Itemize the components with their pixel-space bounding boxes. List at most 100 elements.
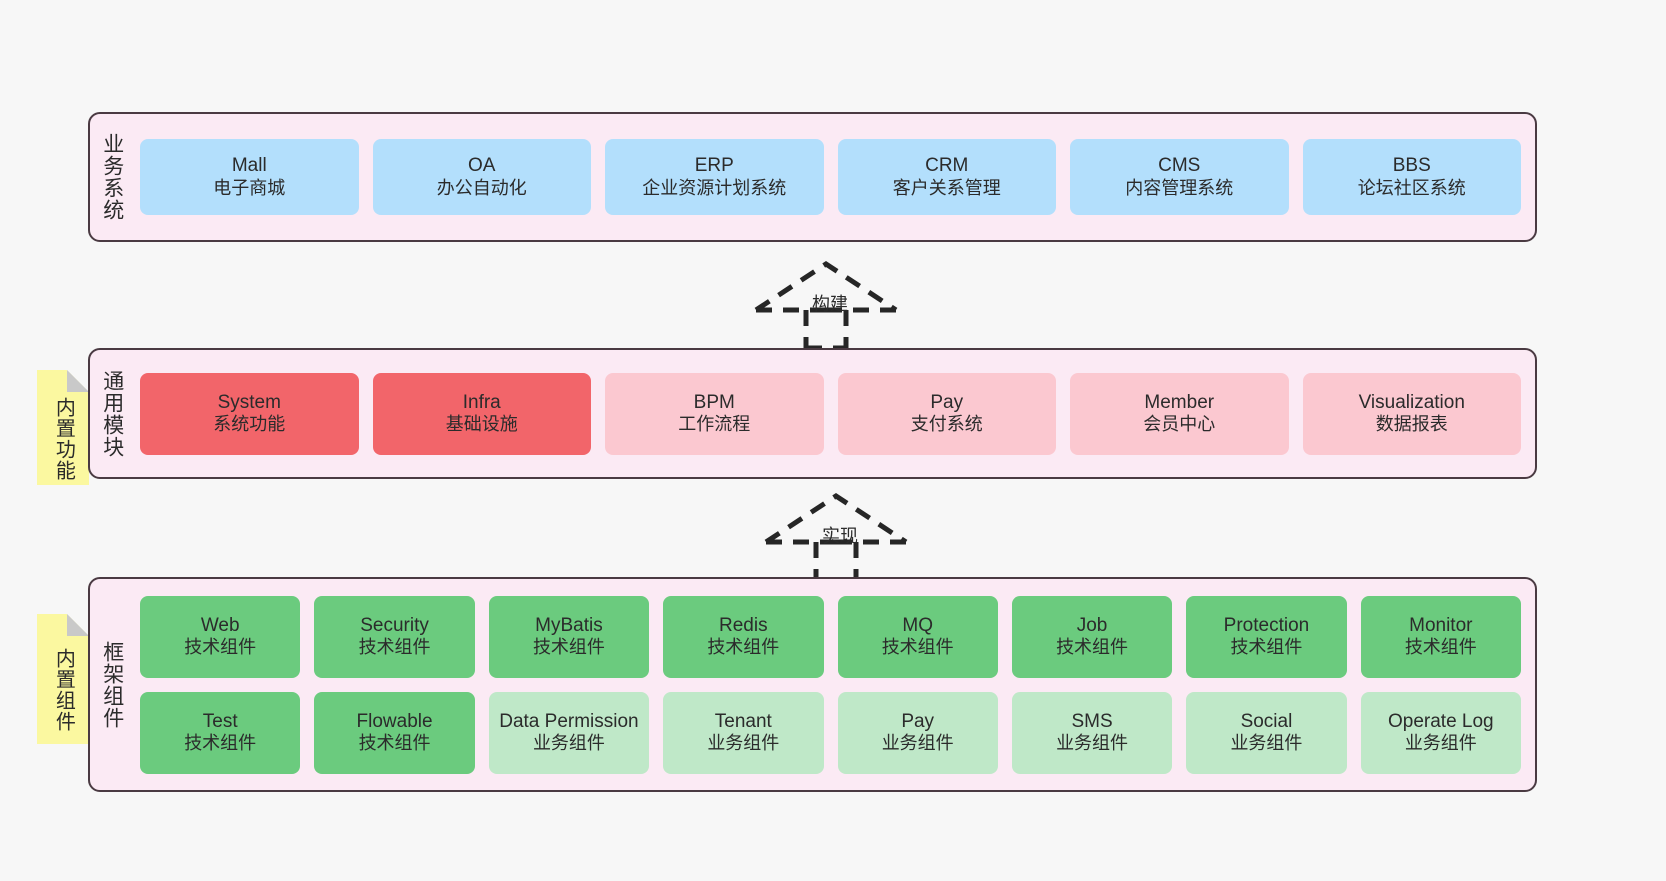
card-erp-title: ERP xyxy=(694,155,734,177)
tier-business-systems: 业务系统 Mall 电子商城 OA 办公自动化 ERP 企业资源计划系统 CRM xyxy=(88,112,1537,242)
card-monitor-title: Monitor xyxy=(1409,614,1473,636)
card-oa[interactable]: OA 办公自动化 xyxy=(372,139,591,215)
card-mybatis[interactable]: MyBatis 技术组件 xyxy=(488,595,650,678)
card-data-permission[interactable]: Data Permission 业务组件 xyxy=(488,691,650,774)
card-oa-subtitle: 办公自动化 xyxy=(436,177,527,198)
note-builtin-components-text: 内置组件 xyxy=(52,648,75,732)
card-infra[interactable]: Infra 基础设施 xyxy=(372,372,591,455)
card-tenant[interactable]: Tenant 业务组件 xyxy=(663,691,824,774)
card-sms-title: SMS xyxy=(1071,710,1113,732)
card-crm-title: CRM xyxy=(925,155,969,177)
card-cms-title: CMS xyxy=(1158,155,1201,177)
card-flowable-title: Flowable xyxy=(356,710,433,732)
card-infra-subtitle: 基础设施 xyxy=(445,414,518,435)
card-redis[interactable]: Redis 技术组件 xyxy=(663,595,824,678)
card-system-subtitle: 系统功能 xyxy=(213,414,286,435)
card-data-permission-subtitle: 业务组件 xyxy=(532,733,605,754)
card-pay-module-subtitle: 支付系统 xyxy=(910,414,983,435)
tier-common-modules-row: System 系统功能 Infra 基础设施 BPM 工作流程 Pay 支付系统… xyxy=(140,372,1521,455)
card-crm[interactable]: CRM 客户关系管理 xyxy=(837,139,1056,215)
card-flowable-subtitle: 技术组件 xyxy=(358,733,431,754)
note-builtin-components: 内置组件 xyxy=(37,614,89,744)
tier-framework-components-row-biz: Test 技术组件 Flowable 技术组件 Data Permission … xyxy=(140,691,1521,774)
card-cms-subtitle: 内容管理系统 xyxy=(1125,177,1234,198)
card-tenant-subtitle: 业务组件 xyxy=(707,733,780,754)
card-cms[interactable]: CMS 内容管理系统 xyxy=(1070,139,1289,215)
card-visualization-title: Visualization xyxy=(1358,391,1465,413)
card-redis-subtitle: 技术组件 xyxy=(707,637,780,658)
card-protection-subtitle: 技术组件 xyxy=(1230,637,1303,658)
card-operate-log-title: Operate Log xyxy=(1387,710,1494,732)
card-bbs[interactable]: BBS 论坛社区系统 xyxy=(1302,139,1521,215)
card-mq-title: MQ xyxy=(902,614,933,636)
card-system[interactable]: System 系统功能 xyxy=(140,372,359,455)
connector-implement-label: 实现 xyxy=(822,526,858,546)
note-builtin-functions-text: 内置功能 xyxy=(52,396,75,481)
card-mall-title: Mall xyxy=(231,155,267,177)
card-social-title: Social xyxy=(1240,710,1293,732)
card-member-title: Member xyxy=(1144,391,1215,413)
card-crm-subtitle: 客户关系管理 xyxy=(892,177,1001,198)
card-bpm[interactable]: BPM 工作流程 xyxy=(605,372,824,455)
card-redis-title: Redis xyxy=(719,614,768,636)
card-job-subtitle: 技术组件 xyxy=(1056,637,1129,658)
tier-framework-components-body: Web 技术组件 Security 技术组件 MyBatis 技术组件 Redi… xyxy=(134,579,1535,790)
card-oa-title: OA xyxy=(468,155,496,177)
card-tenant-title: Tenant xyxy=(714,710,772,732)
card-test-title: Test xyxy=(202,710,238,732)
card-erp-subtitle: 企业资源计划系统 xyxy=(642,177,787,198)
card-mq-subtitle: 技术组件 xyxy=(881,637,954,658)
connector-build-label: 构建 xyxy=(812,294,848,314)
card-mq[interactable]: MQ 技术组件 xyxy=(837,595,998,678)
card-pay-component-title: Pay xyxy=(901,710,935,732)
card-pay-module-title: Pay xyxy=(930,391,964,413)
card-pay-component[interactable]: Pay 业务组件 xyxy=(837,691,998,774)
card-bbs-title: BBS xyxy=(1392,155,1431,177)
card-data-permission-title: Data Permission xyxy=(499,710,639,732)
card-system-title: System xyxy=(217,391,281,413)
tier-common-modules: 通用模块 System 系统功能 Infra 基础设施 BPM 工作流程 Pay xyxy=(88,348,1537,479)
card-flowable[interactable]: Flowable 技术组件 xyxy=(314,691,475,774)
card-protection[interactable]: Protection 技术组件 xyxy=(1186,595,1347,678)
card-erp[interactable]: ERP 企业资源计划系统 xyxy=(605,139,824,215)
tier-common-modules-body: System 系统功能 Infra 基础设施 BPM 工作流程 Pay 支付系统… xyxy=(134,350,1535,477)
tier-business-systems-row: Mall 电子商城 OA 办公自动化 ERP 企业资源计划系统 CRM 客户关系… xyxy=(140,139,1521,215)
tier-business-systems-body: Mall 电子商城 OA 办公自动化 ERP 企业资源计划系统 CRM 客户关系… xyxy=(134,114,1535,240)
tier-framework-components-label: 框架组件 xyxy=(100,640,124,729)
card-job[interactable]: Job 技术组件 xyxy=(1011,595,1173,678)
card-monitor-subtitle: 技术组件 xyxy=(1404,637,1477,658)
tier-framework-components-row-tech: Web 技术组件 Security 技术组件 MyBatis 技术组件 Redi… xyxy=(140,595,1521,678)
note-builtin-functions: 内置功能 xyxy=(37,370,89,485)
card-sms[interactable]: SMS 业务组件 xyxy=(1011,691,1173,774)
card-pay-component-subtitle: 业务组件 xyxy=(881,733,954,754)
tier-common-modules-label: 通用模块 xyxy=(100,369,124,458)
card-social[interactable]: Social 业务组件 xyxy=(1186,691,1347,774)
card-mybatis-subtitle: 技术组件 xyxy=(532,637,605,658)
card-web[interactable]: Web 技术组件 xyxy=(140,595,301,678)
card-bpm-subtitle: 工作流程 xyxy=(678,414,751,435)
card-social-subtitle: 业务组件 xyxy=(1230,733,1303,754)
card-infra-title: Infra xyxy=(462,391,501,413)
card-security-subtitle: 技术组件 xyxy=(358,637,431,658)
card-mybatis-title: MyBatis xyxy=(535,614,603,636)
card-operate-log[interactable]: Operate Log 业务组件 xyxy=(1360,691,1521,774)
card-security[interactable]: Security 技术组件 xyxy=(314,595,475,678)
card-test[interactable]: Test 技术组件 xyxy=(140,691,301,774)
card-web-subtitle: 技术组件 xyxy=(184,637,257,658)
card-visualization[interactable]: Visualization 数据报表 xyxy=(1302,372,1521,455)
card-pay-module[interactable]: Pay 支付系统 xyxy=(837,372,1056,455)
card-test-subtitle: 技术组件 xyxy=(184,733,257,754)
card-visualization-subtitle: 数据报表 xyxy=(1375,414,1448,435)
card-mall-subtitle: 电子商城 xyxy=(213,177,286,198)
card-bpm-title: BPM xyxy=(693,391,735,413)
card-sms-subtitle: 业务组件 xyxy=(1056,733,1129,754)
card-security-title: Security xyxy=(360,614,429,636)
card-member[interactable]: Member 会员中心 xyxy=(1070,372,1289,455)
card-protection-title: Protection xyxy=(1223,614,1310,636)
card-mall[interactable]: Mall 电子商城 xyxy=(140,139,359,215)
card-monitor[interactable]: Monitor 技术组件 xyxy=(1360,595,1521,678)
card-bbs-subtitle: 论坛社区系统 xyxy=(1357,177,1466,198)
card-job-title: Job xyxy=(1076,614,1108,636)
tier-framework-components: 框架组件 Web 技术组件 Security 技术组件 MyBatis 技术组件… xyxy=(88,577,1537,792)
